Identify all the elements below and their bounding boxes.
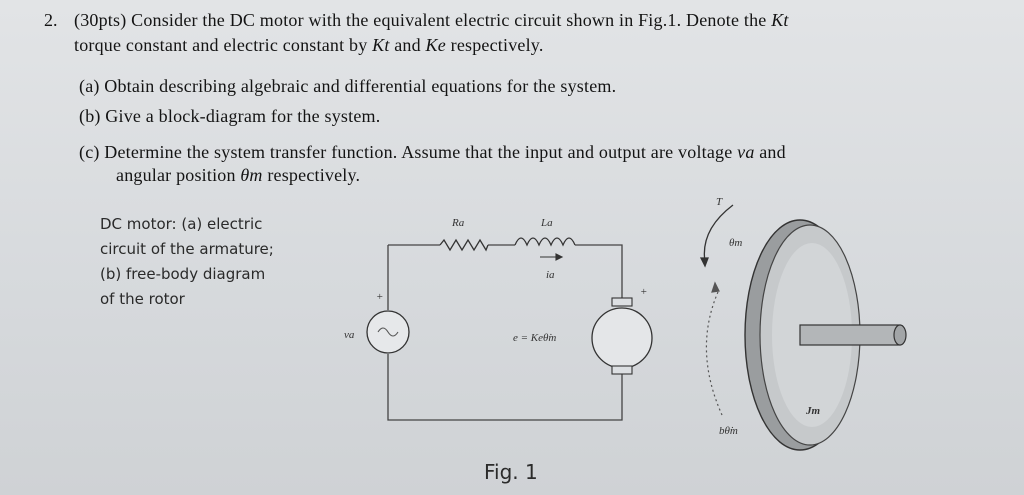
problem-statement-line-2: torque constant and electric constant by…	[74, 35, 544, 55]
label-inertia: Jm	[805, 405, 821, 417]
label-back-emf: e = Keθ̇m	[513, 332, 556, 344]
figure-caption-line-1: DC motor: (a) electric	[100, 215, 263, 233]
part-c-continued: angular position θm respectively.	[116, 165, 361, 185]
label-la: La	[540, 217, 553, 229]
figure-caption-line-3: (b) free-body diagram	[100, 265, 266, 283]
part-c: (c) Determine the system transfer functi…	[79, 142, 786, 162]
label-damping: bθ̇m	[719, 425, 738, 437]
label-theta-m: θm	[729, 237, 742, 249]
motor-symbol	[591, 297, 653, 375]
label-plus-source: +	[376, 291, 383, 303]
part-a: (a) Obtain describing algebraic and diff…	[79, 76, 617, 96]
label-torque: T	[716, 196, 723, 208]
figure-caption-line-4: of the rotor	[100, 290, 185, 308]
rotor-shaft	[799, 324, 907, 346]
damping-arrow	[705, 281, 723, 416]
current-arrow	[540, 253, 564, 261]
voltage-source	[366, 310, 410, 354]
label-ra: Ra	[451, 217, 465, 229]
label-plus-motor: +	[640, 286, 647, 298]
resistor	[439, 238, 489, 252]
problem-statement-line-1: (30pts) Consider the DC motor with the e…	[74, 10, 789, 30]
figure-caption-line-2: circuit of the armature;	[100, 240, 274, 258]
torque-arrow	[699, 204, 734, 268]
circuit-wires	[387, 244, 623, 421]
label-ia: ia	[546, 269, 555, 281]
part-b: (b) Give a block-diagram for the system.	[79, 106, 381, 126]
label-va: va	[344, 329, 355, 341]
inductor	[514, 237, 576, 247]
figure-label: Fig. 1	[484, 460, 538, 484]
question-number: 2.	[44, 10, 58, 30]
